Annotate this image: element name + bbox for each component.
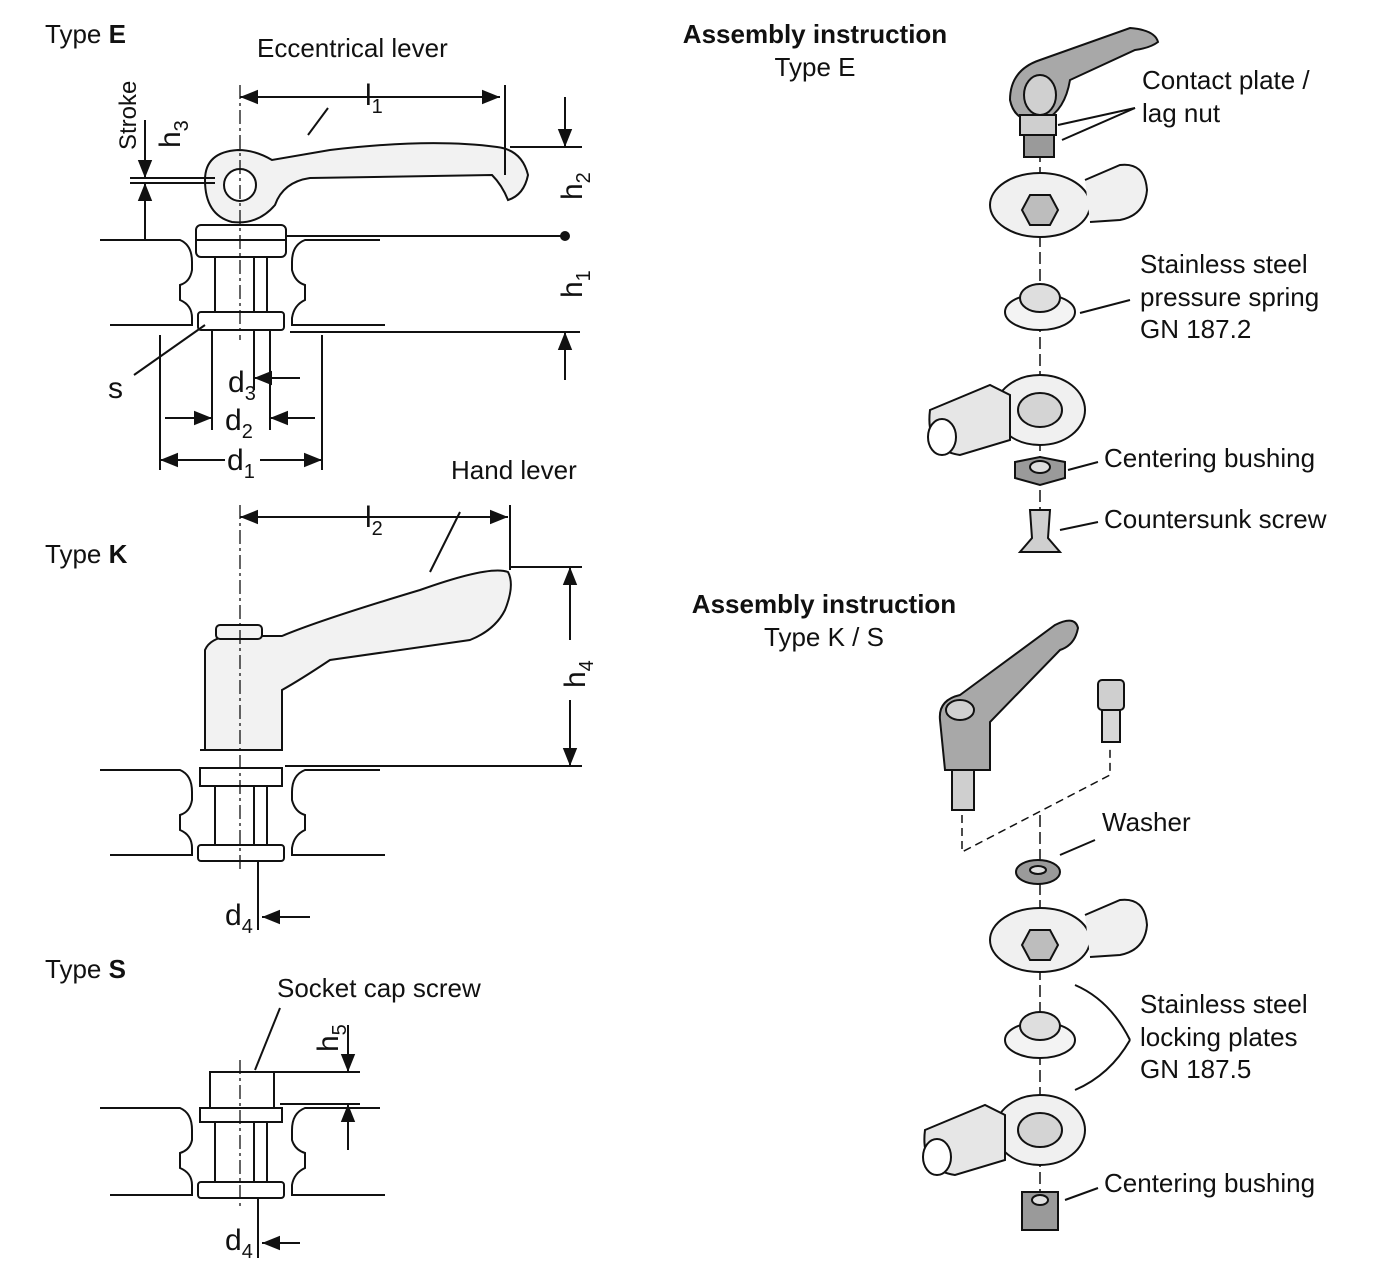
washer-label: Washer [1102, 807, 1191, 837]
dim-d4-s: d4 [225, 1224, 253, 1263]
type-e-drawing [100, 85, 582, 470]
dim-s: s [108, 372, 123, 405]
assembly-e-title: Assembly instruction [682, 19, 948, 49]
pressure-spring-label: Stainless steel pressure spring GN 187.2 [1140, 249, 1320, 344]
centering-bushing-label-2: Centering bushing [1104, 1168, 1316, 1198]
dim-l1: l1 [365, 79, 383, 118]
dim-h5: h5 [312, 1024, 351, 1052]
assembly-ks-subtitle: Type K / S [764, 621, 884, 652]
countersunk-screw-label: Countersunk screw [1104, 504, 1327, 534]
dim-d3: d3 [228, 366, 256, 405]
dimension-labels: l1 l2 d3 d2 d1 d4 d4 s h2 h1 h3 h4 h5 St… [108, 79, 598, 1263]
dim-h2: h2 [556, 172, 595, 200]
type-e-label: Type E [45, 19, 126, 49]
centering-bushing-label-1: Centering bushing [1104, 443, 1316, 473]
dim-d4-k: d4 [225, 899, 253, 938]
dim-l2: l2 [365, 501, 383, 540]
dim-h3: h3 [154, 120, 193, 148]
type-s-drawing [100, 1007, 385, 1258]
socket-cap-screw-label: Socket cap screw [277, 973, 481, 1003]
dim-h1: h1 [556, 270, 595, 298]
eccentrical-lever-label: Eccentrical lever [257, 33, 448, 63]
assembly-e-heading: Assembly instruction Type E [655, 18, 975, 83]
stroke-label: Stroke [115, 81, 142, 150]
dim-h4: h4 [559, 660, 598, 688]
assembly-ks-heading: Assembly instruction Type K / S [664, 588, 984, 653]
assembly-ks-title: Assembly instruction [691, 589, 957, 619]
type-s-label: Type S [45, 954, 126, 984]
dim-d2: d2 [225, 404, 253, 443]
type-k-label: Type K [45, 539, 128, 569]
dim-d1: d1 [227, 444, 255, 483]
assembly-e-parts [927, 26, 1160, 553]
locking-plates-label: Stainless steel locking plates GN 187.5 [1140, 989, 1308, 1084]
assembly-ks-parts [922, 619, 1149, 1231]
type-k-drawing [100, 505, 582, 930]
contact-plate-label: Contact plate / lag nut [1142, 65, 1310, 128]
hand-lever-label: Hand lever [451, 455, 577, 485]
assembly-e-subtitle: Type E [774, 51, 856, 82]
